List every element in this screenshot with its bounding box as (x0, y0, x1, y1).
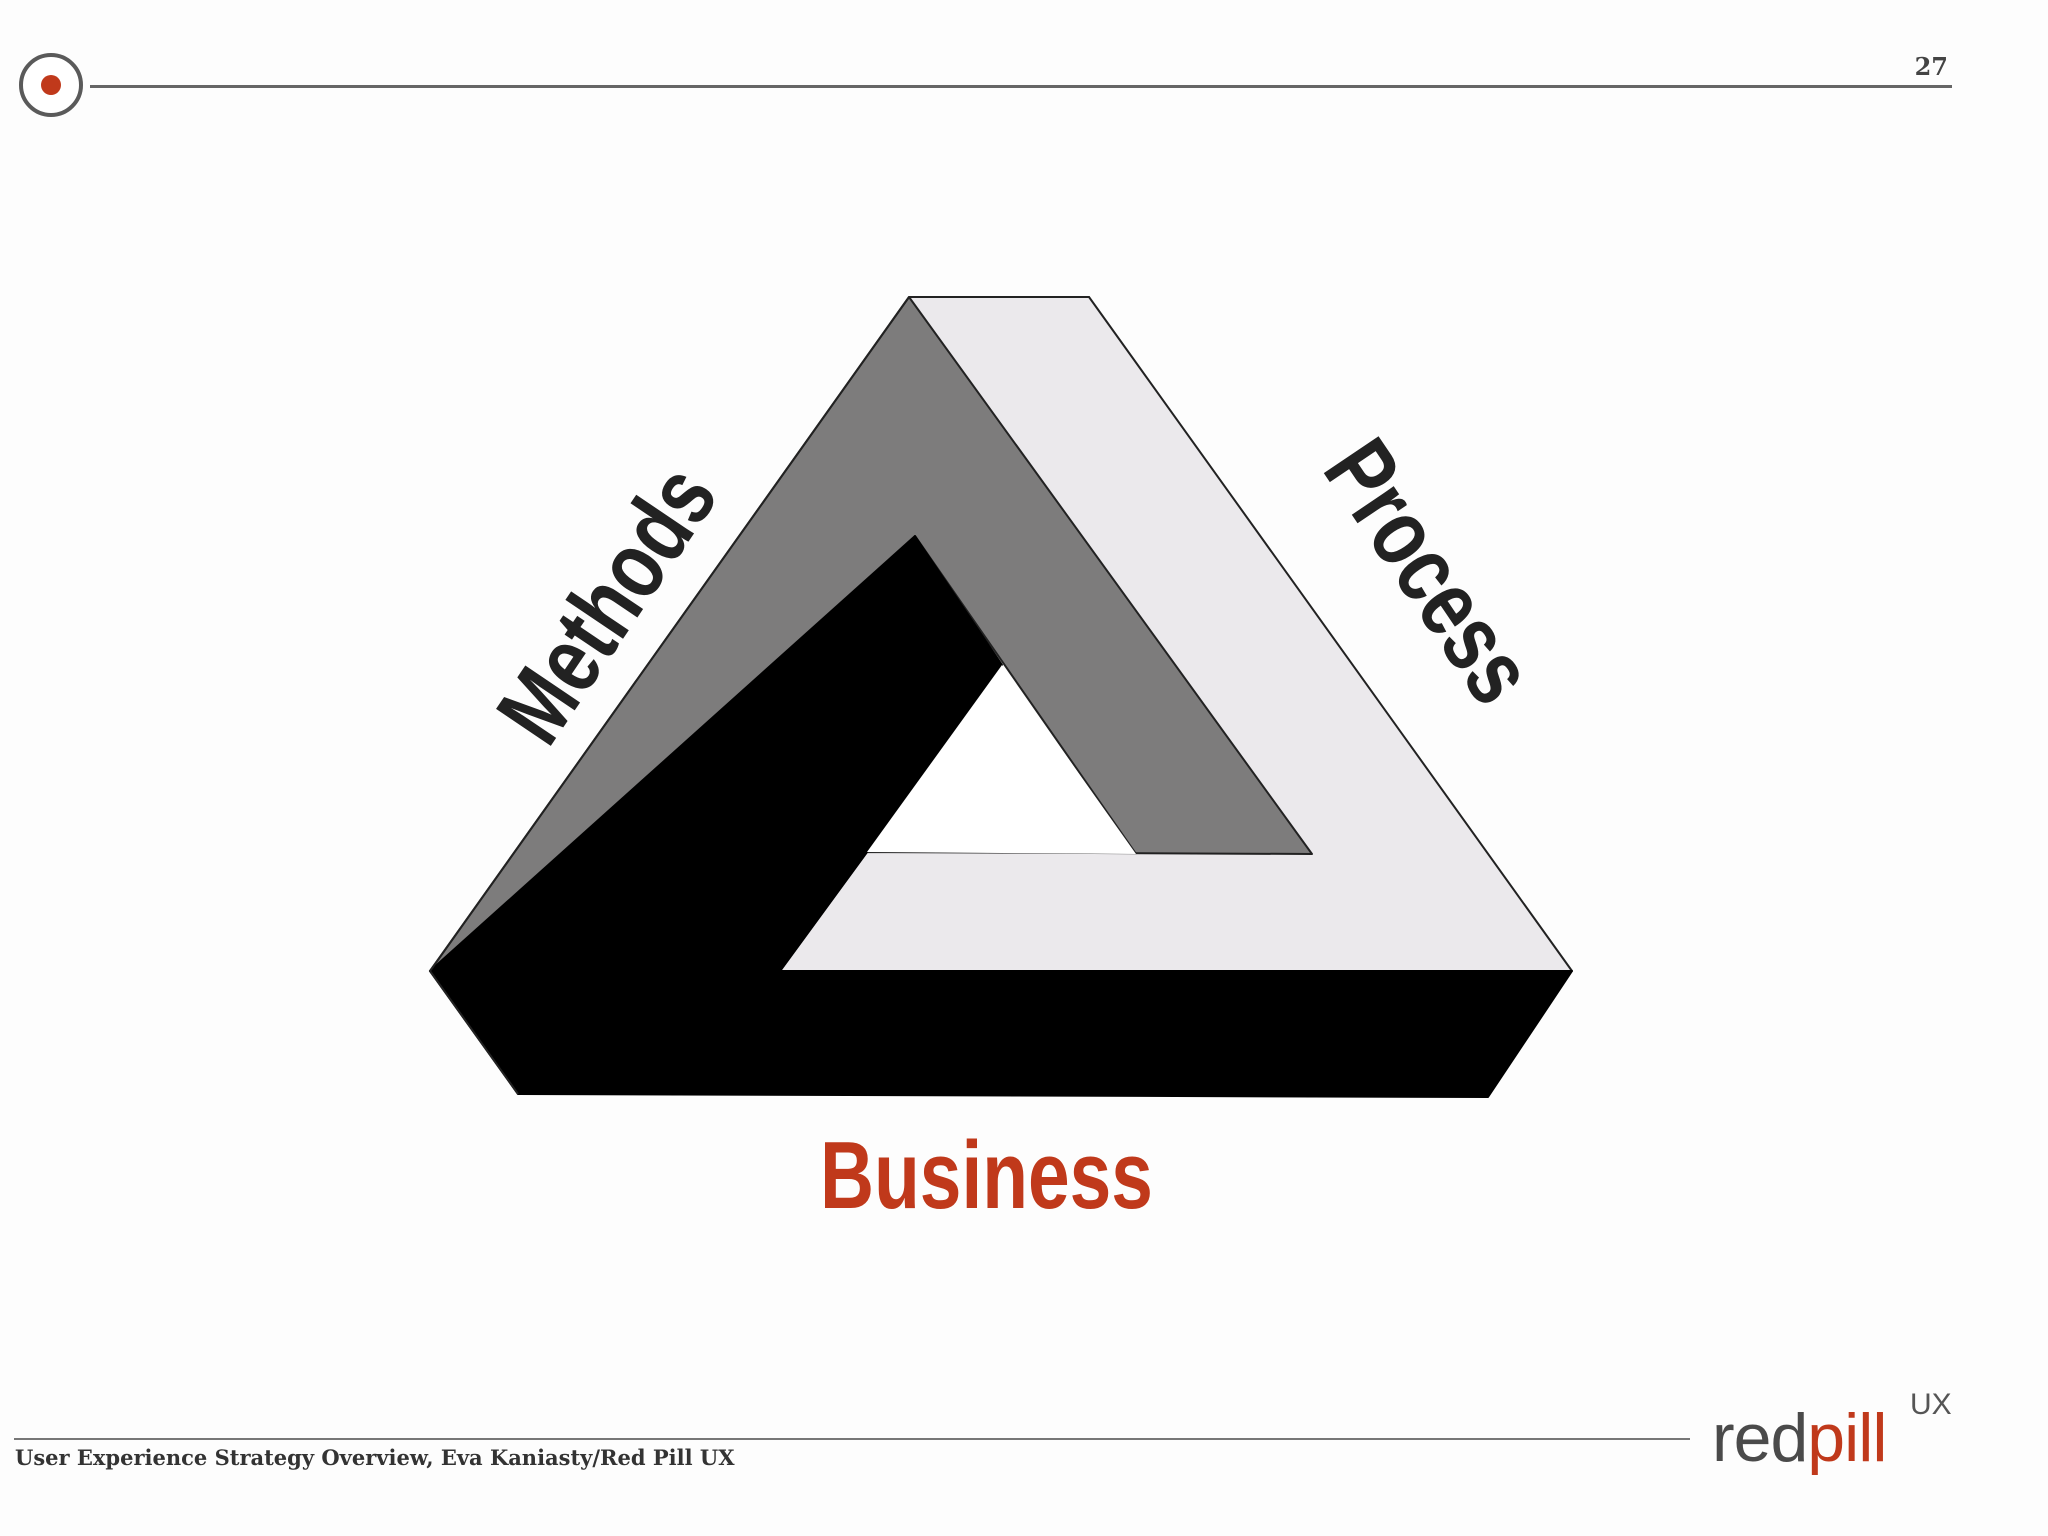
brand-superscript: UX (1910, 1388, 1952, 1421)
presentation-logo-icon (19, 53, 83, 117)
red-dot-icon (41, 75, 61, 95)
brand-part-red: red (1712, 1400, 1808, 1476)
footer-divider (14, 1438, 1690, 1440)
outer-edge-line (428, 296, 910, 1095)
inner-opening (867, 665, 1136, 854)
footer-caption: User Experience Strategy Overview, Eva K… (15, 1445, 735, 1470)
redpill-ux-logo: redpill UX (1712, 1386, 1972, 1476)
brand-part-pill: pill (1807, 1400, 1887, 1476)
header-divider (90, 85, 1952, 88)
page-number: 27 (1914, 52, 1948, 81)
brand-wordmark: redpill (1712, 1404, 1887, 1472)
business-label: Business (820, 1122, 1153, 1229)
